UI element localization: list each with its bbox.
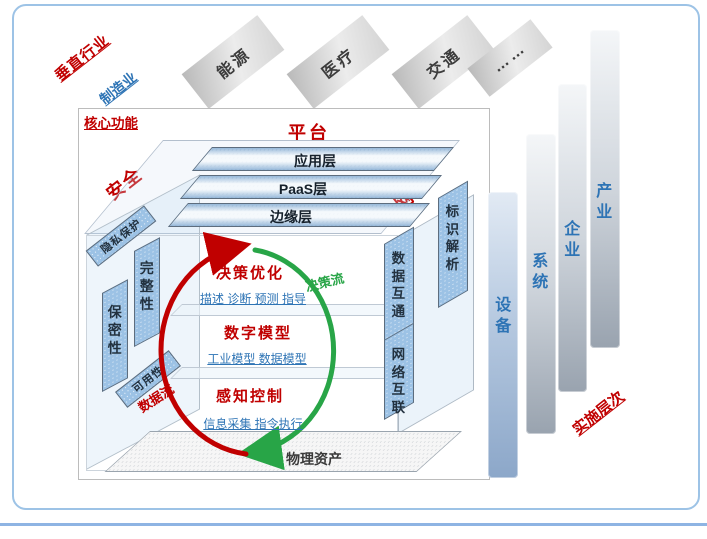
level-label-equipment: 设备 [495,297,513,335]
flow-cycle-arrows [158,231,337,471]
digital-model-subtitle: 工业模型 数据模型 [207,352,307,366]
core-functions-label: 核心功能 [84,116,138,131]
perception-control-subtitle: 信息采集 指令执行 [203,417,303,431]
slide-border [12,4,700,510]
perception-control-title: 感知控制 [215,388,284,405]
decision-flow-arrow [237,247,337,471]
decision-optimization-subtitle: 描述 诊断 预测 指导 [199,292,306,306]
level-label-enterprise: 企业 [564,221,582,259]
confidentiality-label: 保密性 [107,304,122,357]
layer-label-paas: PaaS层 [278,181,328,197]
layer-label-application: 应用层 [294,153,336,169]
platform-label: 平台 [288,123,330,143]
industry-banner-label: 医疗 [319,45,360,83]
layer-label-edge: 边缘层 [270,209,312,225]
level-bar-equipment [488,192,518,478]
level-label-system: 系统 [532,253,550,291]
bottom-rule [0,523,707,526]
interconnection-label: 网络互联 [391,347,406,415]
industry-banner-label: 能源 [214,45,255,83]
level-label-industry: 产业 [596,183,614,221]
level-bar-enterprise [558,84,587,392]
data-flow-arrow [158,231,252,457]
physical-assets-label: 物理资产 [286,451,342,467]
decision-optimization-title: 决策优化 [215,265,284,282]
industry-banner-label: 交通 [424,45,465,83]
digital-model-title: 数字模型 [223,325,292,342]
level-bar-industry [590,30,620,348]
level-bar-system [526,134,556,434]
identification-label: 标识解析 [445,204,460,272]
data-exchange-label: 数据互通 [391,251,406,319]
integrity-label: 完整性 [139,260,154,313]
